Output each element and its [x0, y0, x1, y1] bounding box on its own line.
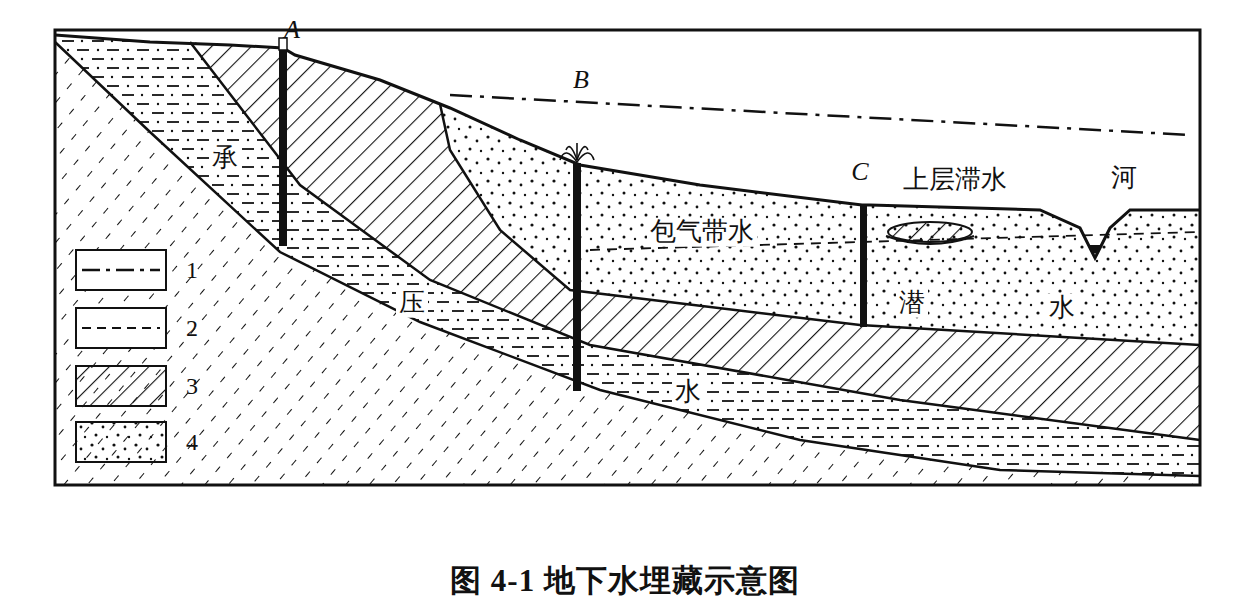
- well-letter: B: [570, 66, 592, 95]
- well-letter: C: [848, 158, 871, 187]
- legend-swatches: [76, 250, 166, 462]
- fountain: [560, 143, 594, 162]
- legend-number: 4: [186, 430, 198, 454]
- zone-label: 水: [672, 378, 704, 407]
- confined-aquifer: [55, 35, 1200, 476]
- well-b: [573, 163, 581, 391]
- zone-label: 上层滞水: [900, 166, 1010, 195]
- piezometric-line: [450, 95, 1190, 135]
- zone-label: 压: [396, 289, 428, 318]
- ground-surface: [55, 35, 1200, 258]
- legend-number: 2: [186, 316, 198, 340]
- zone-label: 潜: [896, 289, 928, 318]
- well-a: [279, 48, 287, 246]
- zone-label: 水: [1046, 294, 1078, 323]
- well-letter: A: [281, 16, 303, 45]
- zone-label: 承: [209, 144, 241, 173]
- river-label: 河: [1108, 164, 1140, 193]
- river: [1088, 245, 1102, 254]
- frame: [55, 30, 1200, 485]
- aquiclude: [190, 42, 1200, 440]
- unconfined-aquifer: [440, 104, 1200, 345]
- legend-number: 3: [186, 374, 198, 398]
- perched-lens: [886, 222, 974, 244]
- zone-label: 包气带水: [647, 218, 757, 247]
- well-c: [860, 205, 867, 327]
- figure-caption: 图 4-1 地下水埋藏示意图: [0, 560, 1250, 602]
- legend-number: 1: [186, 258, 198, 282]
